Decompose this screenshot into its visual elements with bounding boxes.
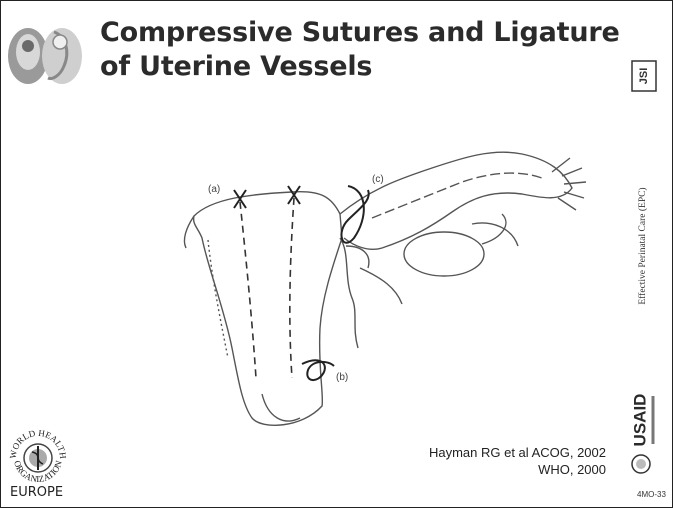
usaid-logo-text: USAID [630, 394, 649, 447]
uterus-suture-diagram: (a) (b) (c) [172, 128, 592, 448]
slide-title: Compressive Sutures and Ligature of Uter… [100, 16, 620, 84]
citation: Hayman RG et al ACOG, 2002 WHO, 2000 [429, 444, 606, 478]
citation-line-2: WHO, 2000 [429, 461, 606, 478]
title-line-2: of Uterine Vessels [100, 50, 620, 84]
ligature-b [302, 360, 334, 380]
suture-line-right [290, 198, 294, 378]
ligature-c [341, 186, 368, 243]
epc-side-text: Effective Perinatal Care (EPC) [628, 176, 658, 316]
mother-child-logo [4, 16, 92, 88]
figure-label-c: (c) [372, 174, 384, 185]
who-emblem: WORLD HEALTH ORGANIZATION [6, 424, 70, 494]
usaid-logo: USAID [627, 390, 659, 476]
title-line-1: Compressive Sutures and Ligature [100, 16, 620, 50]
who-europe-label: EUROPE [10, 485, 63, 500]
citation-line-1: Hayman RG et al ACOG, 2002 [429, 444, 606, 461]
ovary [404, 232, 484, 276]
uterus-outline [194, 192, 342, 426]
figure-label-b: (b) [336, 372, 348, 383]
fallopian-tube [340, 152, 572, 249]
slide-code: 4MO-33 [637, 490, 666, 499]
figure-label-a: (a) [208, 184, 220, 195]
jsi-logo-text: JSI [638, 68, 650, 85]
jsi-logo: JSI [631, 60, 657, 92]
suture-line-left [240, 202, 256, 378]
epc-side-label: Effective Perinatal Care (EPC) [637, 187, 648, 304]
